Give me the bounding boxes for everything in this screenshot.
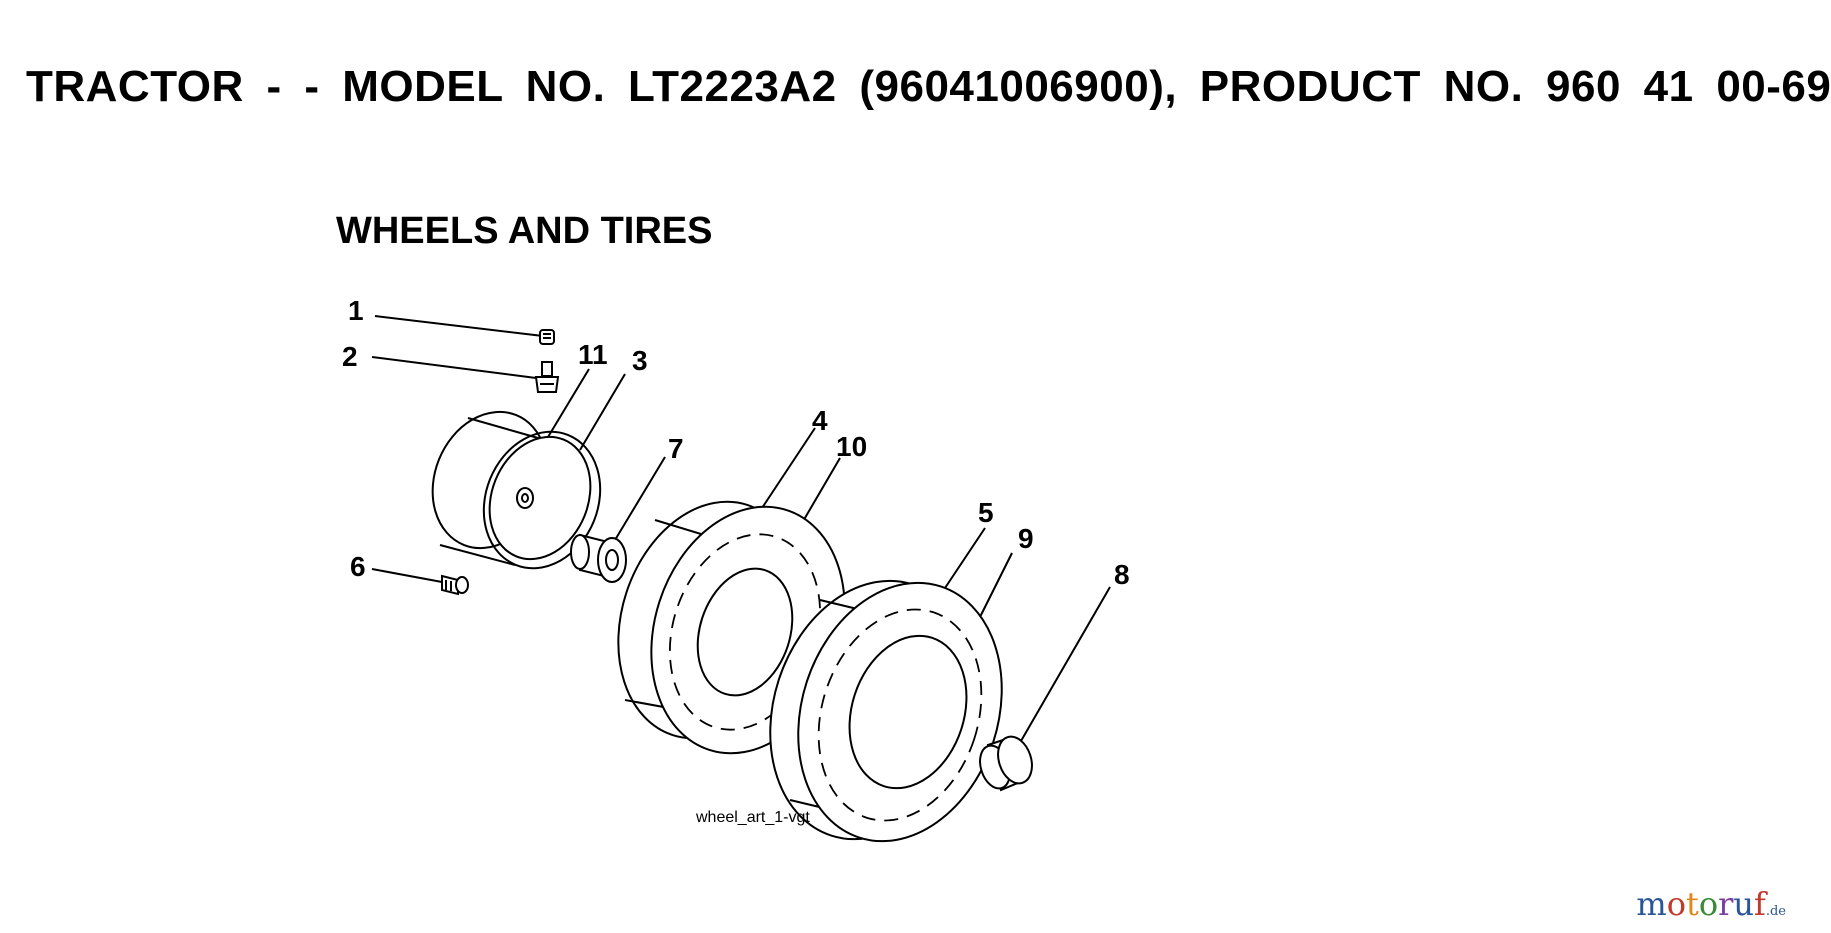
callout-10: 10 bbox=[836, 431, 867, 462]
watermark-logo: motoruf.de bbox=[1636, 885, 1786, 923]
watermark-letter: f bbox=[1754, 885, 1766, 923]
watermark-suffix: .de bbox=[1765, 904, 1786, 919]
wheel-rim-part bbox=[431, 410, 602, 570]
section-title: WHEELS AND TIRES bbox=[336, 210, 713, 252]
callout-5: 5 bbox=[978, 497, 994, 528]
valve-cap-part bbox=[539, 329, 555, 345]
grease-fitting-part bbox=[441, 574, 469, 596]
watermark-letter: m bbox=[1636, 885, 1667, 923]
callout-3: 3 bbox=[632, 345, 648, 376]
callout-2: 2 bbox=[342, 341, 358, 372]
callout-6: 6 bbox=[350, 551, 366, 582]
page-title: TRACTOR - - MODEL NO. LT2223A2 (96041006… bbox=[26, 62, 1831, 111]
watermark-letter: o bbox=[1666, 885, 1686, 923]
callout-4: 4 bbox=[812, 405, 828, 436]
callout-9: 9 bbox=[1018, 523, 1034, 554]
watermark-letter: r bbox=[1718, 885, 1734, 923]
watermark-letter: o bbox=[1698, 885, 1719, 923]
watermark-letter: u bbox=[1733, 885, 1754, 923]
callout-numbers: 1 2 11 3 7 4 10 6 5 9 8 bbox=[342, 295, 1130, 590]
callout-1: 1 bbox=[348, 295, 364, 326]
bearing-part bbox=[979, 735, 1033, 792]
art-reference: wheel_art_1-vgt bbox=[695, 809, 810, 826]
callout-8: 8 bbox=[1114, 559, 1130, 590]
watermark-letter: t bbox=[1685, 885, 1699, 923]
callout-11: 11 bbox=[578, 339, 608, 370]
watermark-text: motoruf bbox=[1636, 885, 1765, 923]
callout-7: 7 bbox=[668, 433, 684, 464]
rear-tire-part bbox=[769, 579, 1003, 843]
valve-stem-part bbox=[534, 361, 560, 393]
bushing-part bbox=[570, 533, 627, 583]
